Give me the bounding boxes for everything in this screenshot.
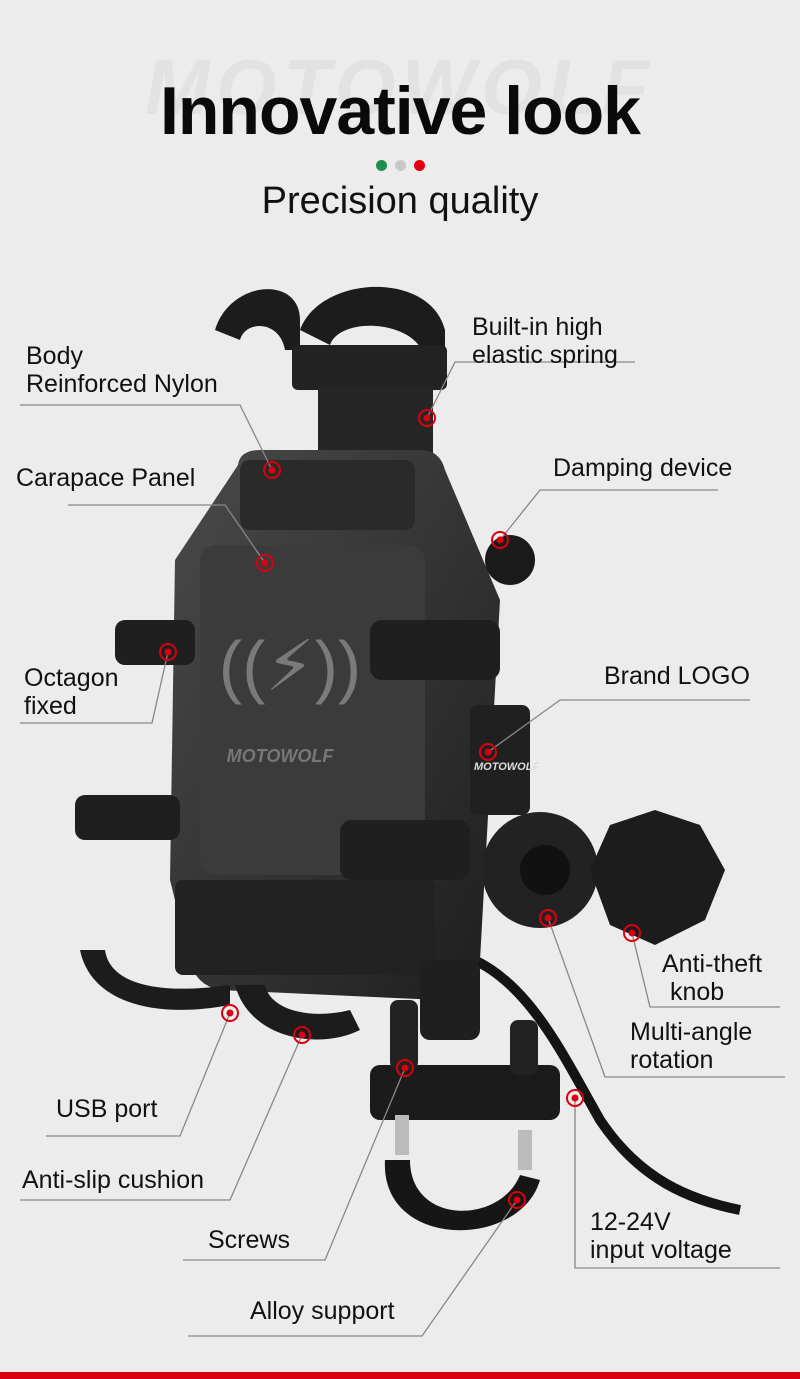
bolt-left [395,1115,409,1155]
callout-alloy-support: Alloy support [250,1297,395,1325]
callout-line: knob [670,978,725,1006]
carapace-panel [200,545,425,875]
right-arm-lower [340,820,470,880]
callout-usb-port: USB port [56,1095,158,1123]
brand-mount [470,705,530,815]
callout-line: Multi-angle [630,1018,753,1046]
bottom-arm-right [235,985,360,1040]
rotation-joint-center [520,845,570,895]
panel-logo-text: MOTOWOLF [227,746,335,766]
anti-theft-knob[interactable] [590,810,725,945]
callout-brand-logo: Brand LOGO [604,662,750,690]
bottom-shell [175,880,435,975]
callout-markers [159,409,641,1209]
decorative-dots [376,160,425,171]
green-dot-icon [376,160,387,171]
gray-dot-icon [395,160,406,171]
callout-anti-theft-knob: Anti-theft knob [662,950,762,1006]
clamp-bar [370,1065,560,1120]
bolt-right [518,1130,532,1170]
wireless-charging-icon: ((⚡)) [219,627,361,705]
page-subtitle: Precision quality [261,180,539,222]
top-arm-left [215,289,300,350]
red-dot-icon [414,160,425,171]
screw-left [390,1000,418,1070]
callout-line: elastic spring [472,341,618,369]
callout-line: fixed [24,692,77,720]
brand-watermark: MOTOWOLF [144,43,656,131]
page-title: Innovative look [160,73,641,149]
callout-line: input voltage [590,1236,732,1264]
callout-line: 12-24V [590,1208,671,1236]
callout-carapace-panel: Carapace Panel [16,464,196,492]
bottom-arm-left [80,950,230,1010]
left-arm-lower [75,795,180,840]
callout-line: Body [26,342,83,370]
callout-anti-slip-cushion: Anti-slip cushion [22,1166,205,1194]
callout-spring: Built-in high elastic spring [472,313,618,369]
brand-logo-text: MOTOWOLF [474,761,539,773]
callout-screws: Screws [208,1226,290,1254]
top-arm-right [300,286,445,360]
callout-line: rotation [630,1046,714,1074]
bottom-accent-bar [0,1372,800,1379]
callout-line: Anti-theft [662,950,763,978]
callout-octagon-fixed: Octagon fixed [24,664,119,720]
leader-lines [20,361,785,1337]
power-cable [439,945,741,1215]
callout-line: Built-in high [472,313,603,341]
top-shell [240,460,415,530]
callout-multi-angle-rotation: Multi-angle rotation [630,1018,752,1074]
callout-line: Octagon [24,664,119,692]
top-clamp [292,345,447,390]
alloy-support-u [384,1160,540,1231]
callout-body: Body Reinforced Nylon [26,342,218,398]
mount-stem [420,960,480,1040]
left-arm-upper [115,620,195,665]
callout-input-voltage: 12-24V input voltage [590,1208,732,1264]
right-arm-upper [370,620,500,680]
callout-damping-device: Damping device [553,454,733,482]
callout-line: Reinforced Nylon [26,370,218,398]
screw-right [510,1020,538,1075]
